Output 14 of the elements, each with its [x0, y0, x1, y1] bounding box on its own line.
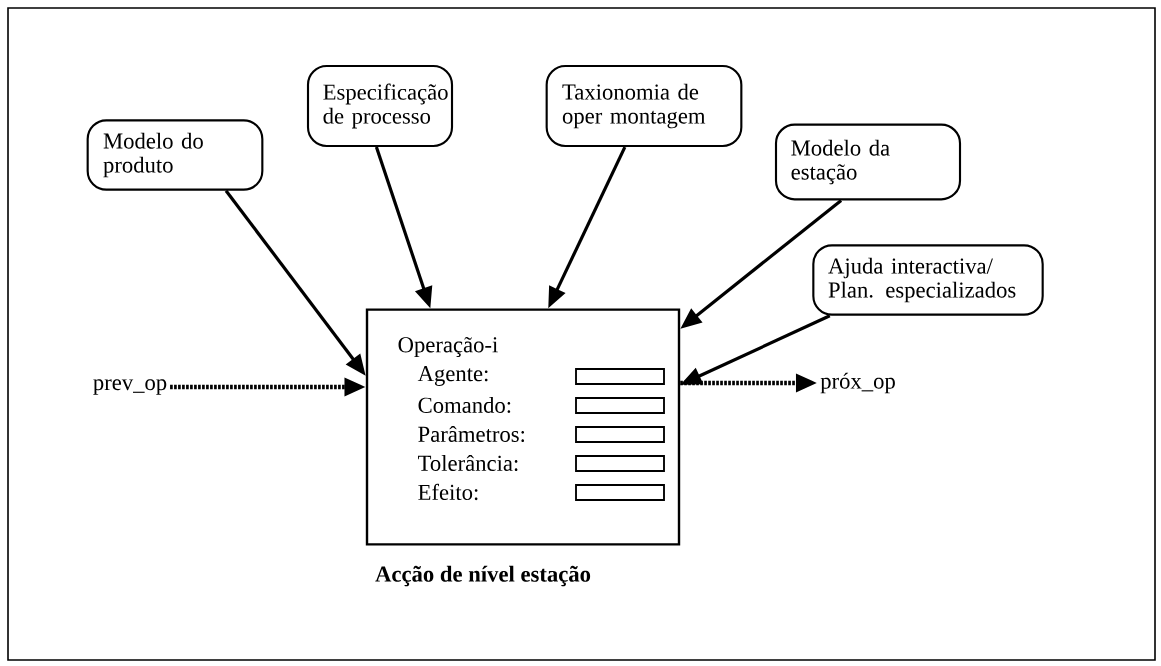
rounded-box: Taxionomia de oper montagem: [545, 64, 743, 148]
field-label: Tolerância:: [418, 454, 518, 472]
flow-label: prev_op: [93, 379, 167, 395]
rounded-box: Especificação de processo: [306, 64, 454, 148]
flow-label: próx_op: [820, 372, 895, 394]
node-label: Acção de nível estação: [375, 565, 591, 587]
record-title: Operação-i: [398, 336, 498, 358]
field-label: Parâmetros:: [418, 425, 525, 443]
rounded-box: Ajuda interactiva/ Plan. especializados: [812, 244, 1044, 316]
field-label: Agente:: [417, 366, 488, 386]
field-label: Efeito:: [418, 483, 478, 501]
rounded-box: Modelo da estação: [774, 123, 962, 201]
field-label: Comando:: [418, 396, 511, 413]
rounded-box: Modelo do produto: [86, 119, 264, 191]
